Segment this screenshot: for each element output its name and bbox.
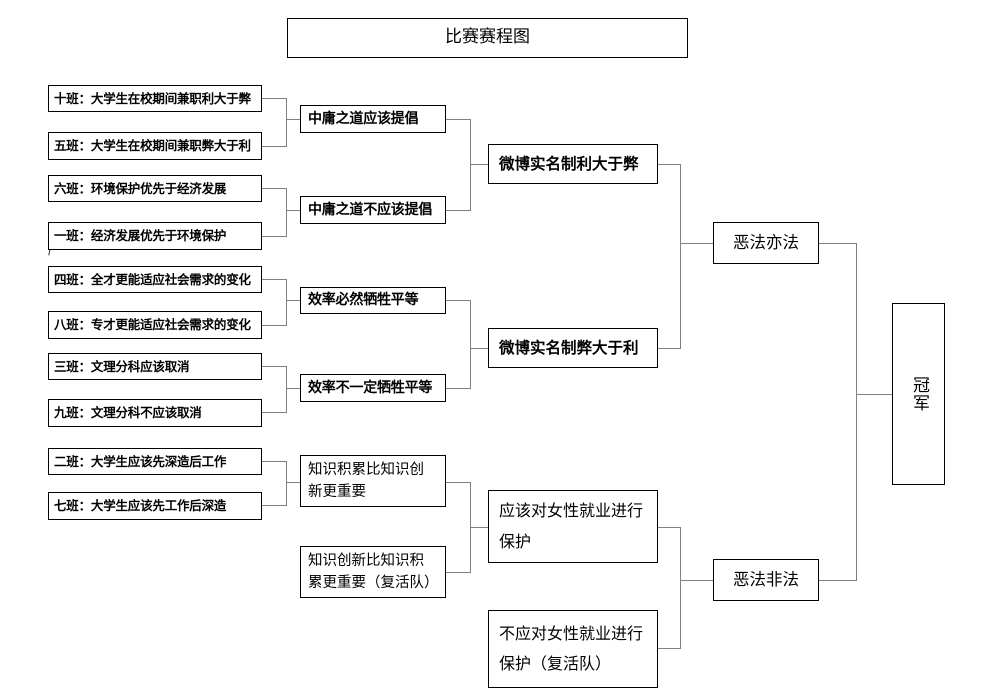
round3-box[interactable]: 微博实名制利大于弊 <box>488 144 658 184</box>
round3-label: 微博实名制弊大于利 <box>499 338 639 357</box>
round3-box[interactable]: 不应对女性就业进行保护（复活队） <box>488 610 658 688</box>
connector-h <box>470 348 488 349</box>
connector-h <box>286 388 300 389</box>
round2-label: 效率不一定牺牲平等 <box>308 379 433 396</box>
round4-box[interactable]: 恶法亦法 <box>713 222 819 264</box>
round4-box[interactable]: 恶法非法 <box>713 559 819 601</box>
round2-label: 效率必然牺牲平等 <box>308 292 419 309</box>
team-label: 十班：大学生在校期间兼职利大于弊 <box>54 90 251 106</box>
connector-v <box>286 188 287 237</box>
connector-h <box>262 505 286 506</box>
team-box[interactable]: 五班：大学生在校期间兼职弊大于利 <box>48 132 262 160</box>
round3-box[interactable]: 应该对女性就业进行保护 <box>488 490 658 563</box>
connector-h <box>446 482 470 483</box>
round2-box[interactable]: 中庸之道应该提倡 <box>300 105 446 133</box>
connector-h <box>446 300 470 301</box>
round2-label: 中庸之道不应该提倡 <box>308 201 433 218</box>
team-label: 八班：专才更能适应社会需求的变化 <box>54 317 251 333</box>
connector-h <box>658 348 680 349</box>
connector-h <box>262 188 286 189</box>
connector-h <box>470 527 488 528</box>
connector-h <box>446 572 470 573</box>
connector-h <box>262 461 286 462</box>
team-box[interactable]: 六班：环境保护优先于经济发展 <box>48 175 262 202</box>
connector-h <box>262 366 286 367</box>
team-label: 三班：文理分科应该取消 <box>54 358 190 374</box>
round2-label: 知识积累比知识创新更重要 <box>308 461 424 500</box>
connector-h <box>262 98 286 99</box>
team-box[interactable]: 二班：大学生应该先深造后工作 <box>48 448 262 475</box>
round4-label: 恶法亦法 <box>733 233 799 253</box>
team-box[interactable]: 七班：大学生应该先工作后深造 <box>48 492 262 520</box>
team-box[interactable]: 十班：大学生在校期间兼职利大于弊 <box>48 85 262 112</box>
connector-h <box>446 388 470 389</box>
connector-h <box>819 580 856 581</box>
round3-box[interactable]: 微博实名制弊大于利 <box>488 328 658 368</box>
round3-label: 应该对女性就业进行保护 <box>499 501 644 551</box>
connector-v <box>680 527 681 649</box>
connector-v <box>286 279 287 326</box>
connector-h <box>286 482 300 483</box>
connector-h <box>819 243 856 244</box>
connector-h <box>262 325 286 326</box>
team-box[interactable]: 一班：经济发展优先于环境保护 <box>48 222 262 250</box>
connector-h <box>262 279 286 280</box>
connector-v <box>286 461 287 506</box>
connector-v <box>680 164 681 349</box>
team-label: 七班：大学生应该先工作后深造 <box>54 498 227 514</box>
team-label: 四班：全才更能适应社会需求的变化 <box>54 271 251 287</box>
connector-h <box>470 164 488 165</box>
connector-h <box>658 648 680 649</box>
team-label: 九班：文理分科不应该取消 <box>54 405 202 421</box>
team-label: 一班：经济发展优先于环境保护 <box>54 228 227 244</box>
round2-label: 知识创新比知识积累更重要（复活队） <box>308 552 439 591</box>
champion-box[interactable]: 冠军 <box>892 303 945 485</box>
page-title: 比赛赛程图 <box>287 18 688 58</box>
connector-h <box>446 119 470 120</box>
team-box[interactable]: 八班：专才更能适应社会需求的变化 <box>48 311 262 339</box>
connector-h <box>262 412 286 413</box>
round2-box[interactable]: 中庸之道不应该提倡 <box>300 196 446 224</box>
round2-box[interactable]: 效率不一定牺牲平等 <box>300 374 446 402</box>
round2-box[interactable]: 知识创新比知识积累更重要（复活队） <box>300 546 446 598</box>
round3-label: 微博实名制利大于弊 <box>499 154 639 173</box>
connector-h <box>286 300 300 301</box>
team-label: 五班：大学生在校期间兼职弊大于利 <box>54 138 251 154</box>
champion-label: 冠军 <box>909 376 929 412</box>
round2-box[interactable]: 知识积累比知识创新更重要 <box>300 455 446 507</box>
connector-v <box>470 119 471 211</box>
connector-v <box>286 98 287 147</box>
connector-h <box>658 527 680 528</box>
connector-h <box>658 164 680 165</box>
connector-h <box>262 146 286 147</box>
connector-h <box>856 394 892 395</box>
connector-h <box>680 580 713 581</box>
connector-v <box>470 300 471 389</box>
connector-h <box>680 243 713 244</box>
round3-label: 不应对女性就业进行保护（复活队） <box>499 623 644 673</box>
team-label: 六班：环境保护优先于经济发展 <box>54 180 227 196</box>
team-box[interactable]: 四班：全才更能适应社会需求的变化 <box>48 266 262 293</box>
round4-label: 恶法非法 <box>733 570 799 590</box>
page-title-text: 比赛赛程图 <box>445 27 530 48</box>
round2-label: 中庸之道应该提倡 <box>308 110 419 127</box>
connector-v <box>856 243 857 581</box>
connector-h <box>286 119 300 120</box>
team-label: 二班：大学生应该先深造后工作 <box>54 453 227 469</box>
connector-h <box>446 210 470 211</box>
connector-h <box>286 210 300 211</box>
connector-v <box>286 366 287 413</box>
connector-h <box>262 236 286 237</box>
team-box[interactable]: 九班：文理分科不应该取消 <box>48 399 262 427</box>
round2-box[interactable]: 效率必然牺牲平等 <box>300 287 446 314</box>
team-box[interactable]: 三班：文理分科应该取消 <box>48 353 262 380</box>
